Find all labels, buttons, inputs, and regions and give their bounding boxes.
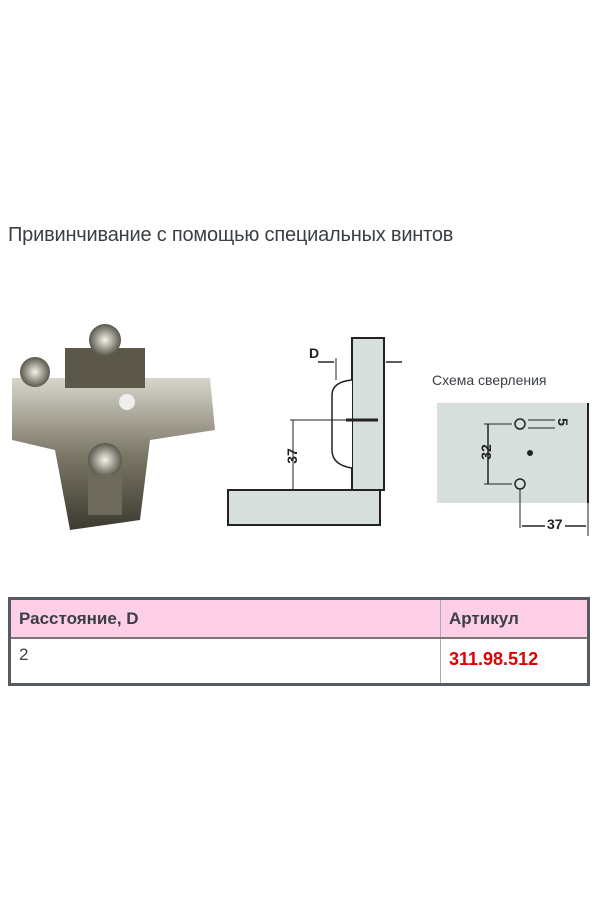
- dimension-37-horizontal: 37: [545, 516, 565, 532]
- dimension-32: 32: [477, 444, 494, 460]
- header-article: Артикул: [440, 598, 589, 639]
- distance-d-label: D: [309, 345, 320, 361]
- dimension-37-vertical: 37: [283, 448, 300, 464]
- drilling-schema-diagram: [437, 403, 589, 536]
- cell-article: 311.98.512: [440, 638, 589, 685]
- mounting-plate-photo: [12, 324, 215, 530]
- side-section-diagram: [227, 337, 402, 526]
- table-row: 2 311.98.512: [10, 638, 589, 685]
- product-figures: [12, 324, 589, 536]
- drilling-schema-title: Схема сверления: [432, 372, 547, 388]
- dimension-5: 5: [554, 418, 571, 426]
- article-table: Расстояние, D Артикул 2 311.98.512: [8, 597, 590, 686]
- header-distance: Расстояние, D: [9, 598, 441, 639]
- cell-distance: 2: [19, 645, 29, 664]
- page-title: Привинчивание с помощью специальных винт…: [8, 224, 454, 246]
- table-header-row: Расстояние, D Артикул: [9, 598, 589, 639]
